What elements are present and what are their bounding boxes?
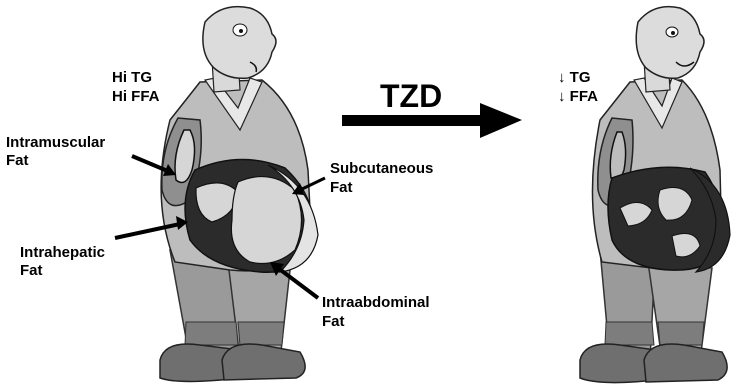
label-intraabdominal-line2: Fat bbox=[322, 313, 345, 330]
right-levels: ↓ TG ↓ FFA bbox=[558, 69, 598, 105]
right-level-ffa: ↓ FFA bbox=[558, 88, 598, 105]
left-level-ffa: Hi FFA bbox=[112, 88, 160, 105]
treatment-arrow-shaft bbox=[342, 115, 482, 126]
left-level-tg: Hi TG bbox=[112, 69, 152, 86]
label-subcutaneous-line2: Fat bbox=[330, 179, 353, 196]
label-intramuscular-line2: Fat bbox=[6, 152, 29, 169]
label-intraabdominal-line1: Intraabdominal bbox=[322, 294, 430, 311]
right-head bbox=[636, 7, 704, 79]
left-head bbox=[203, 7, 276, 79]
treatment-label: TZD bbox=[380, 78, 442, 114]
label-intraabdominal: Intraabdominal Fat bbox=[270, 262, 430, 330]
label-intrahepatic: Intrahepatic Fat bbox=[20, 216, 188, 279]
label-subcutaneous-line1: Subcutaneous bbox=[330, 160, 433, 177]
label-intramuscular: Intramuscular Fat bbox=[6, 134, 176, 176]
left-shoes bbox=[160, 344, 305, 382]
right-shoes bbox=[580, 344, 727, 383]
label-subcutaneous: Subcutaneous Fat bbox=[292, 160, 433, 196]
right-level-tg: ↓ TG bbox=[558, 69, 591, 86]
label-intramuscular-line1: Intramuscular bbox=[6, 134, 105, 151]
label-intrahepatic-line2: Fat bbox=[20, 262, 43, 279]
treatment-arrow: TZD bbox=[342, 78, 522, 138]
left-levels: Hi TG Hi FFA bbox=[112, 69, 160, 105]
left-intraabdominal-fat bbox=[231, 177, 301, 264]
label-intrahepatic-line1: Intrahepatic bbox=[20, 244, 105, 261]
right-figure bbox=[580, 7, 730, 383]
treatment-arrow-head bbox=[480, 103, 522, 138]
